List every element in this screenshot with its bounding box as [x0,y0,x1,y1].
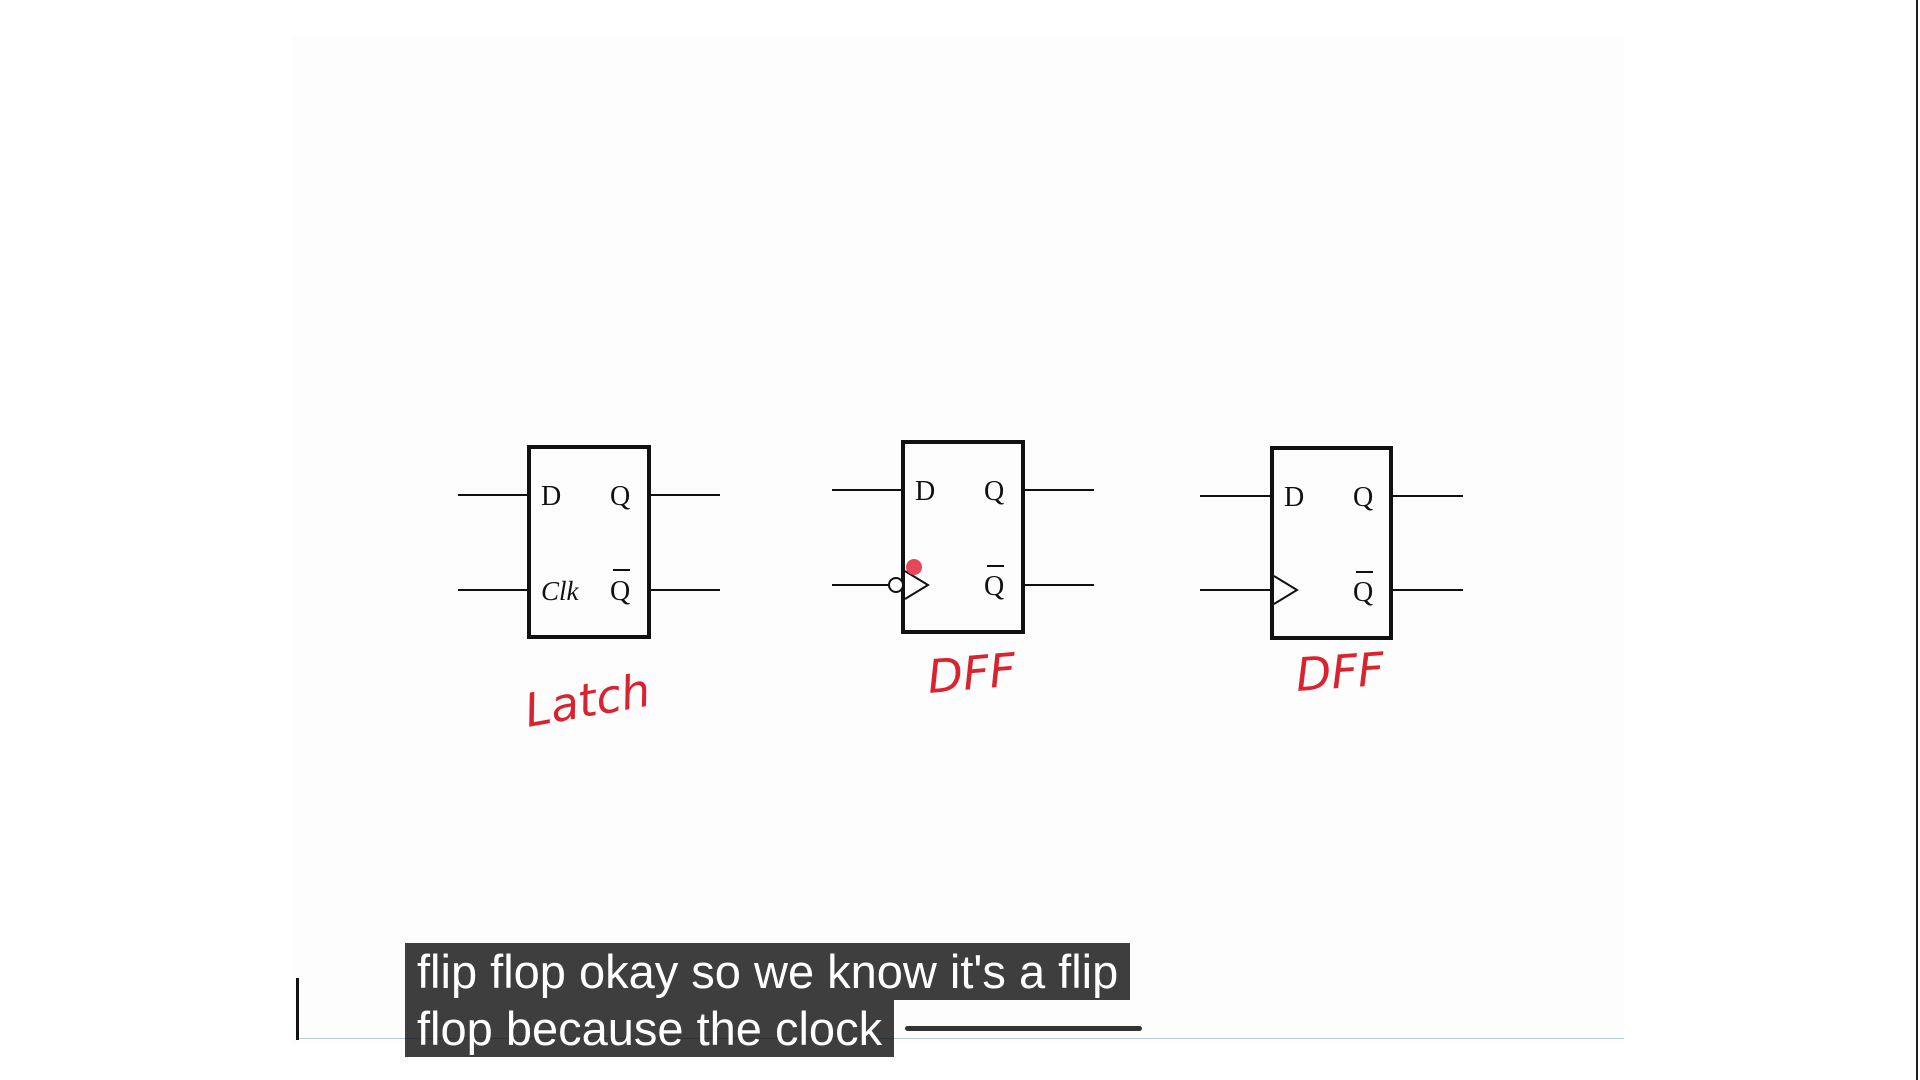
latch-annotation: Latch [521,663,655,738]
latch-symbol: D Q Clk Q Latch [458,445,720,738]
latch-d-label: D [541,481,561,512]
pen-stroke [905,1026,1142,1031]
latch-box [527,445,651,639]
latch-clk-label: Clk [541,576,580,606]
dff-negedge-inversion-bubble [888,577,904,593]
dff-posedge-d-label: D [1284,482,1304,513]
caption-line-1: flip flop okay so we know it's a flip [405,943,1131,1000]
dff-negedge-clock-triangle [904,570,930,600]
dff-posedge-clock-triangle [1273,575,1299,605]
dff-negedge-annotation: DFF [925,642,1018,704]
dff-posedge-box [1270,446,1393,640]
dff-negedge-symbol: D Q Q DFF [832,440,1094,704]
page-bottom-border [297,1038,1624,1039]
dff-negedge-q-label: Q [984,476,1004,507]
subtitle-caption: flip flop okay so we know it's a flip fl… [405,943,1131,1057]
window-right-edge [1916,0,1918,1080]
dff-negedge-qbar-label: Q [984,571,1004,602]
dff-posedge-q-label: Q [1353,482,1373,513]
dff-negedge-box [901,440,1025,634]
dff-posedge-annotation: DFF [1294,642,1386,702]
dff-negedge-d-label: D [915,476,935,507]
slide-page [292,35,1624,1045]
dff-posedge-qbar-label: Q [1353,577,1373,608]
pointer-dot [906,559,922,575]
latch-q-label: Q [610,481,630,512]
caption-line-2: flop because the clock [405,1000,895,1057]
latch-qbar-label: Q [610,576,630,607]
dff-posedge-symbol: D Q Q DFF [1200,446,1463,702]
text-cursor [296,978,299,1040]
